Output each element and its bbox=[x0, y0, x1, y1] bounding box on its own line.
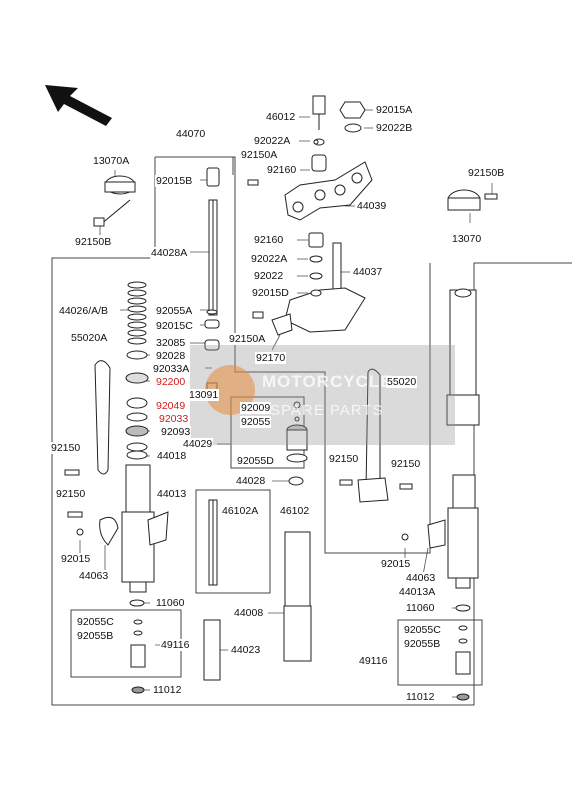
clamp-13070a bbox=[93, 175, 136, 227]
callout-92150-a: 92150 bbox=[50, 442, 82, 454]
outer-tube-left bbox=[121, 464, 169, 593]
callout-44008: 44008 bbox=[233, 607, 265, 619]
callout-92150a: 92150A bbox=[228, 333, 267, 345]
callout-92093: 92093 bbox=[160, 426, 192, 438]
callout-92200: 92200 bbox=[156, 376, 186, 388]
callout-92055b-right: 92055B bbox=[403, 638, 442, 650]
parts bbox=[64, 95, 498, 701]
callout-44063-left: 44063 bbox=[78, 570, 110, 582]
callout-92150-c: 92150 bbox=[328, 453, 360, 465]
callout-92033: 92033 bbox=[159, 413, 189, 425]
callout-11012-right: 11012 bbox=[405, 691, 436, 703]
callout-44026: 44026/A/B bbox=[58, 305, 110, 317]
callout-92150b-right: 92150B bbox=[467, 167, 506, 179]
callout-92150-d: 92150 bbox=[390, 458, 422, 470]
callout-92015-left: 92015 bbox=[60, 553, 92, 565]
callout-92022a-top: 92022A bbox=[253, 135, 292, 147]
callout-92150a-top: 92150A bbox=[240, 149, 279, 161]
callout-92049: 92049 bbox=[156, 400, 186, 412]
callout-44063-right: 44063 bbox=[405, 572, 437, 584]
callout-92022: 92022 bbox=[253, 270, 285, 282]
callout-92160: 92160 bbox=[253, 234, 285, 246]
watermark-subtitle: SPARE PARTS bbox=[270, 402, 384, 419]
inner-tube-right bbox=[446, 288, 480, 426]
callout-92055: 92055 bbox=[240, 416, 272, 428]
callout-92022a: 92022A bbox=[250, 253, 289, 265]
callout-46102: 46102 bbox=[279, 505, 311, 517]
direction-arrow-icon bbox=[45, 85, 112, 126]
callout-32085: 32085 bbox=[155, 337, 187, 349]
callout-92028: 92028 bbox=[155, 350, 187, 362]
callout-55020: 55020 bbox=[386, 376, 418, 388]
callout-49116-left: 49116 bbox=[160, 639, 191, 651]
callout-44013: 44013 bbox=[156, 488, 188, 500]
callout-44018: 44018 bbox=[156, 450, 188, 462]
callout-92055d: 92055D bbox=[236, 455, 275, 467]
callout-44028a: 44028A bbox=[150, 247, 189, 259]
callout-92055a: 92055A bbox=[155, 305, 194, 317]
top-clamp bbox=[284, 161, 373, 221]
callout-92160-top: 92160 bbox=[266, 164, 298, 176]
callout-13091: 13091 bbox=[188, 389, 220, 401]
callout-44070: 44070 bbox=[175, 128, 207, 140]
callout-92022b: 92022B bbox=[375, 122, 414, 134]
callout-11060-right: 11060 bbox=[405, 602, 436, 614]
callout-92055b-left: 92055B bbox=[76, 630, 115, 642]
callout-92150-b: 92150 bbox=[55, 488, 87, 500]
callout-44029: 44029 bbox=[182, 438, 214, 450]
callout-92015c: 92015C bbox=[155, 320, 194, 332]
callout-55020a: 55020A bbox=[70, 332, 109, 344]
callout-92150b-left: 92150B bbox=[74, 236, 113, 248]
callout-11012-left: 11012 bbox=[152, 684, 183, 696]
callout-44037: 44037 bbox=[352, 266, 384, 278]
spring bbox=[127, 281, 147, 345]
callout-92055c-right: 92055C bbox=[403, 624, 442, 636]
callout-44028: 44028 bbox=[235, 475, 267, 487]
callout-92170: 92170 bbox=[255, 352, 287, 364]
callout-49116-right: 49116 bbox=[358, 655, 389, 667]
callout-46012: 46012 bbox=[265, 111, 297, 123]
callout-44013a: 44013A bbox=[398, 586, 437, 598]
callout-92015a: 92015A bbox=[375, 104, 414, 116]
callout-11060-left: 11060 bbox=[155, 597, 186, 609]
callout-92033a: 92033A bbox=[152, 363, 191, 375]
watermark-title: MOTORCYCLE bbox=[262, 372, 393, 391]
callout-92055c-left: 92055C bbox=[76, 616, 115, 628]
callout-92015b: 92015B bbox=[155, 175, 194, 187]
callout-92015-right: 92015 bbox=[380, 558, 412, 570]
callout-44023: 44023 bbox=[230, 644, 262, 656]
callout-92009: 92009 bbox=[240, 402, 272, 414]
callout-44039: 44039 bbox=[356, 200, 388, 212]
callout-13070: 13070 bbox=[451, 233, 483, 245]
callout-13070a: 13070A bbox=[92, 155, 131, 167]
callout-92015d: 92015D bbox=[251, 287, 290, 299]
callout-46102a: 46102A bbox=[221, 505, 260, 517]
